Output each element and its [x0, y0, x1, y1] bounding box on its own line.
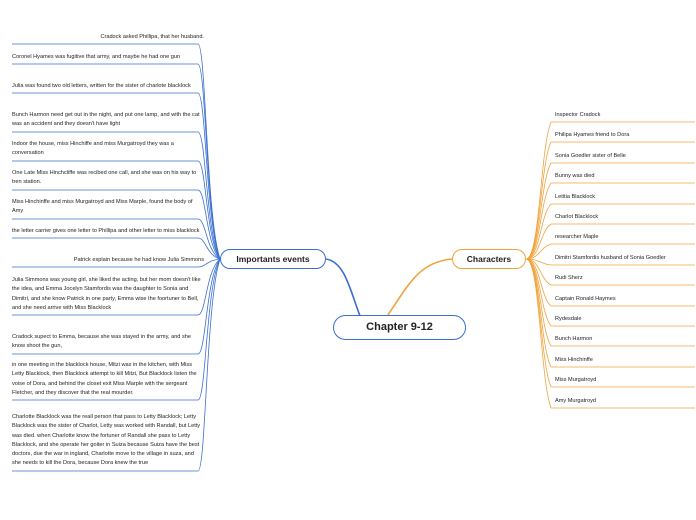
event-connector [197, 63, 221, 260]
character-connector [525, 141, 552, 260]
character-item[interactable]: Miss Murgatroyd [555, 377, 597, 384]
character-item[interactable]: Amy Murgatroyd [555, 397, 597, 404]
event-item[interactable]: One Late Miss Hinchcliffe was recibed on… [12, 170, 197, 186]
character-item[interactable]: Rudi Sherz [555, 275, 583, 282]
characters-branch-line [387, 258, 453, 316]
character-connector [525, 203, 552, 260]
character-item[interactable]: Dimitri Stamfordis husband of Sonia Goed… [555, 254, 666, 261]
character-item[interactable]: Sonia Goedler sister of Belle [555, 152, 626, 159]
character-item[interactable]: researcher Maple [555, 234, 599, 241]
event-item[interactable]: Cradock asked Phillipa, that her husband… [100, 34, 204, 40]
event-item[interactable]: Coronel Hyames was fugitive that army, a… [12, 54, 181, 60]
character-connector [525, 162, 552, 260]
character-item[interactable]: Letitia Blacklock [555, 193, 596, 200]
event-item[interactable]: the letter carrier gives one letter to P… [12, 228, 200, 234]
event-item[interactable]: Patrick explain because he had know Juli… [73, 257, 204, 263]
event-connector [197, 258, 221, 472]
event-connector [197, 92, 221, 260]
event-connector [197, 258, 221, 268]
character-item[interactable]: Bunch Harmon [555, 336, 593, 343]
event-item[interactable]: Cradock supect to Emma, because she was … [12, 334, 191, 350]
event-item[interactable]: Bunch Harmon need get out in the night, … [12, 112, 200, 128]
character-item[interactable]: Bunny was died [555, 173, 595, 180]
characters-topic[interactable]: Characters [452, 249, 526, 269]
event-connector [197, 189, 221, 260]
character-item[interactable]: Miss Hinchinffe [555, 356, 593, 363]
event-item[interactable]: in one meeting in the blacklock house, M… [12, 362, 197, 396]
character-item[interactable]: Rydesdale [555, 316, 582, 322]
character-item[interactable]: Captain Ronald Haymes [555, 295, 616, 302]
event-connector [197, 160, 221, 260]
event-connector [197, 237, 221, 260]
event-item[interactable]: Julia Simmons was young girl, she liked … [12, 277, 201, 311]
events-branch-line [325, 258, 361, 317]
event-connector [197, 258, 221, 355]
character-item[interactable]: Philipa Hyames friend to Dora [555, 132, 630, 139]
character-item[interactable]: Charlot Blacklock [555, 214, 599, 220]
central-topic[interactable]: Chapter 9-12 [333, 315, 466, 340]
character-connector [525, 243, 552, 260]
character-item[interactable]: Inspector Cradock [555, 112, 601, 118]
event-item[interactable]: Miss Hinchinffe and miss Murgatroyd and … [12, 199, 193, 215]
event-connector [197, 258, 221, 316]
events-topic[interactable]: Importants events [220, 249, 326, 269]
character-connector [525, 258, 552, 388]
event-connector [197, 258, 221, 401]
event-connector [197, 131, 221, 260]
character-connector [525, 258, 552, 409]
event-connector [197, 218, 221, 260]
character-connector [525, 223, 552, 260]
character-connector [525, 121, 552, 260]
event-item[interactable]: Charlotte Blacklock was the reall person… [12, 414, 201, 467]
event-item[interactable]: Julia was found two old letters, written… [12, 83, 191, 89]
character-connector [525, 258, 552, 327]
event-item[interactable]: Indoor the house, miss Hinchiffe and mis… [12, 141, 174, 157]
